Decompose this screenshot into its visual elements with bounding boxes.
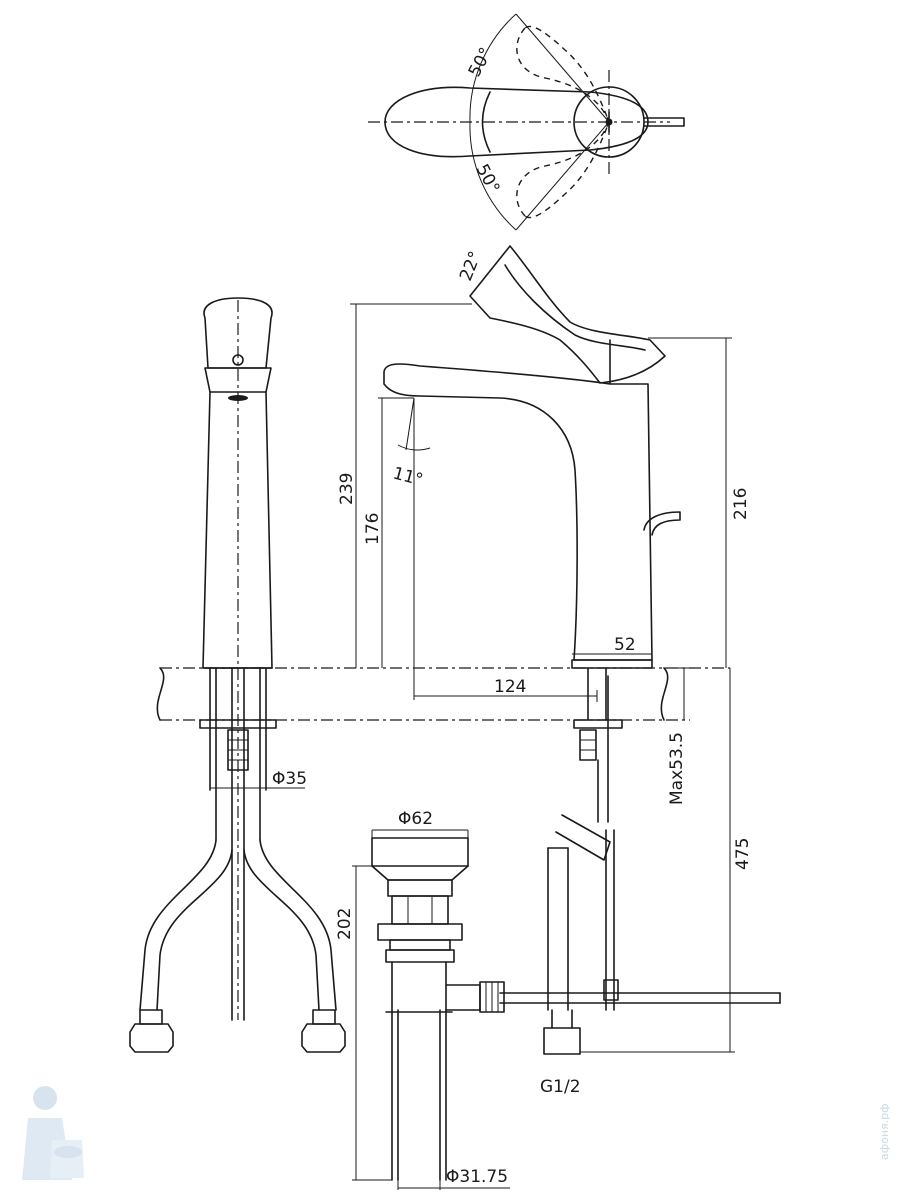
width-52-label: 52 [614,635,636,655]
thread-g12-label: G1/2 [540,1077,581,1097]
dia-35-label: Φ35 [272,769,307,789]
front-view: Φ35 [129,297,346,1053]
angle-top-label: 50° [465,44,497,80]
height-239-label: 239 [337,473,357,505]
watermark-mascot [22,1086,84,1180]
angle-handle-label: 22° [456,248,486,283]
angle-spout-label: 11° [391,464,425,491]
dia-31-75-label: Φ31.75 [446,1167,508,1187]
dimension-lines: 239 176 11° 22° 216 52 124 Max53.5 475 [337,248,753,1053]
pop-up-drain: Φ62 202 Φ31.75 [335,809,510,1190]
height-216-label: 216 [731,488,751,520]
angle-bottom-label: 50° [472,161,504,197]
height-176-label: 176 [363,513,383,545]
reach-124-label: 124 [494,677,526,697]
height-202-label: 202 [335,908,355,940]
max-53-5-label: Max53.5 [667,732,687,805]
watermark-text: афоня.рф [878,1103,891,1160]
length-475-label: 475 [733,838,753,870]
top-view: 50° 50° [368,13,685,231]
dia-62-label: Φ62 [398,809,433,829]
side-view: G1/2 [383,245,781,1097]
